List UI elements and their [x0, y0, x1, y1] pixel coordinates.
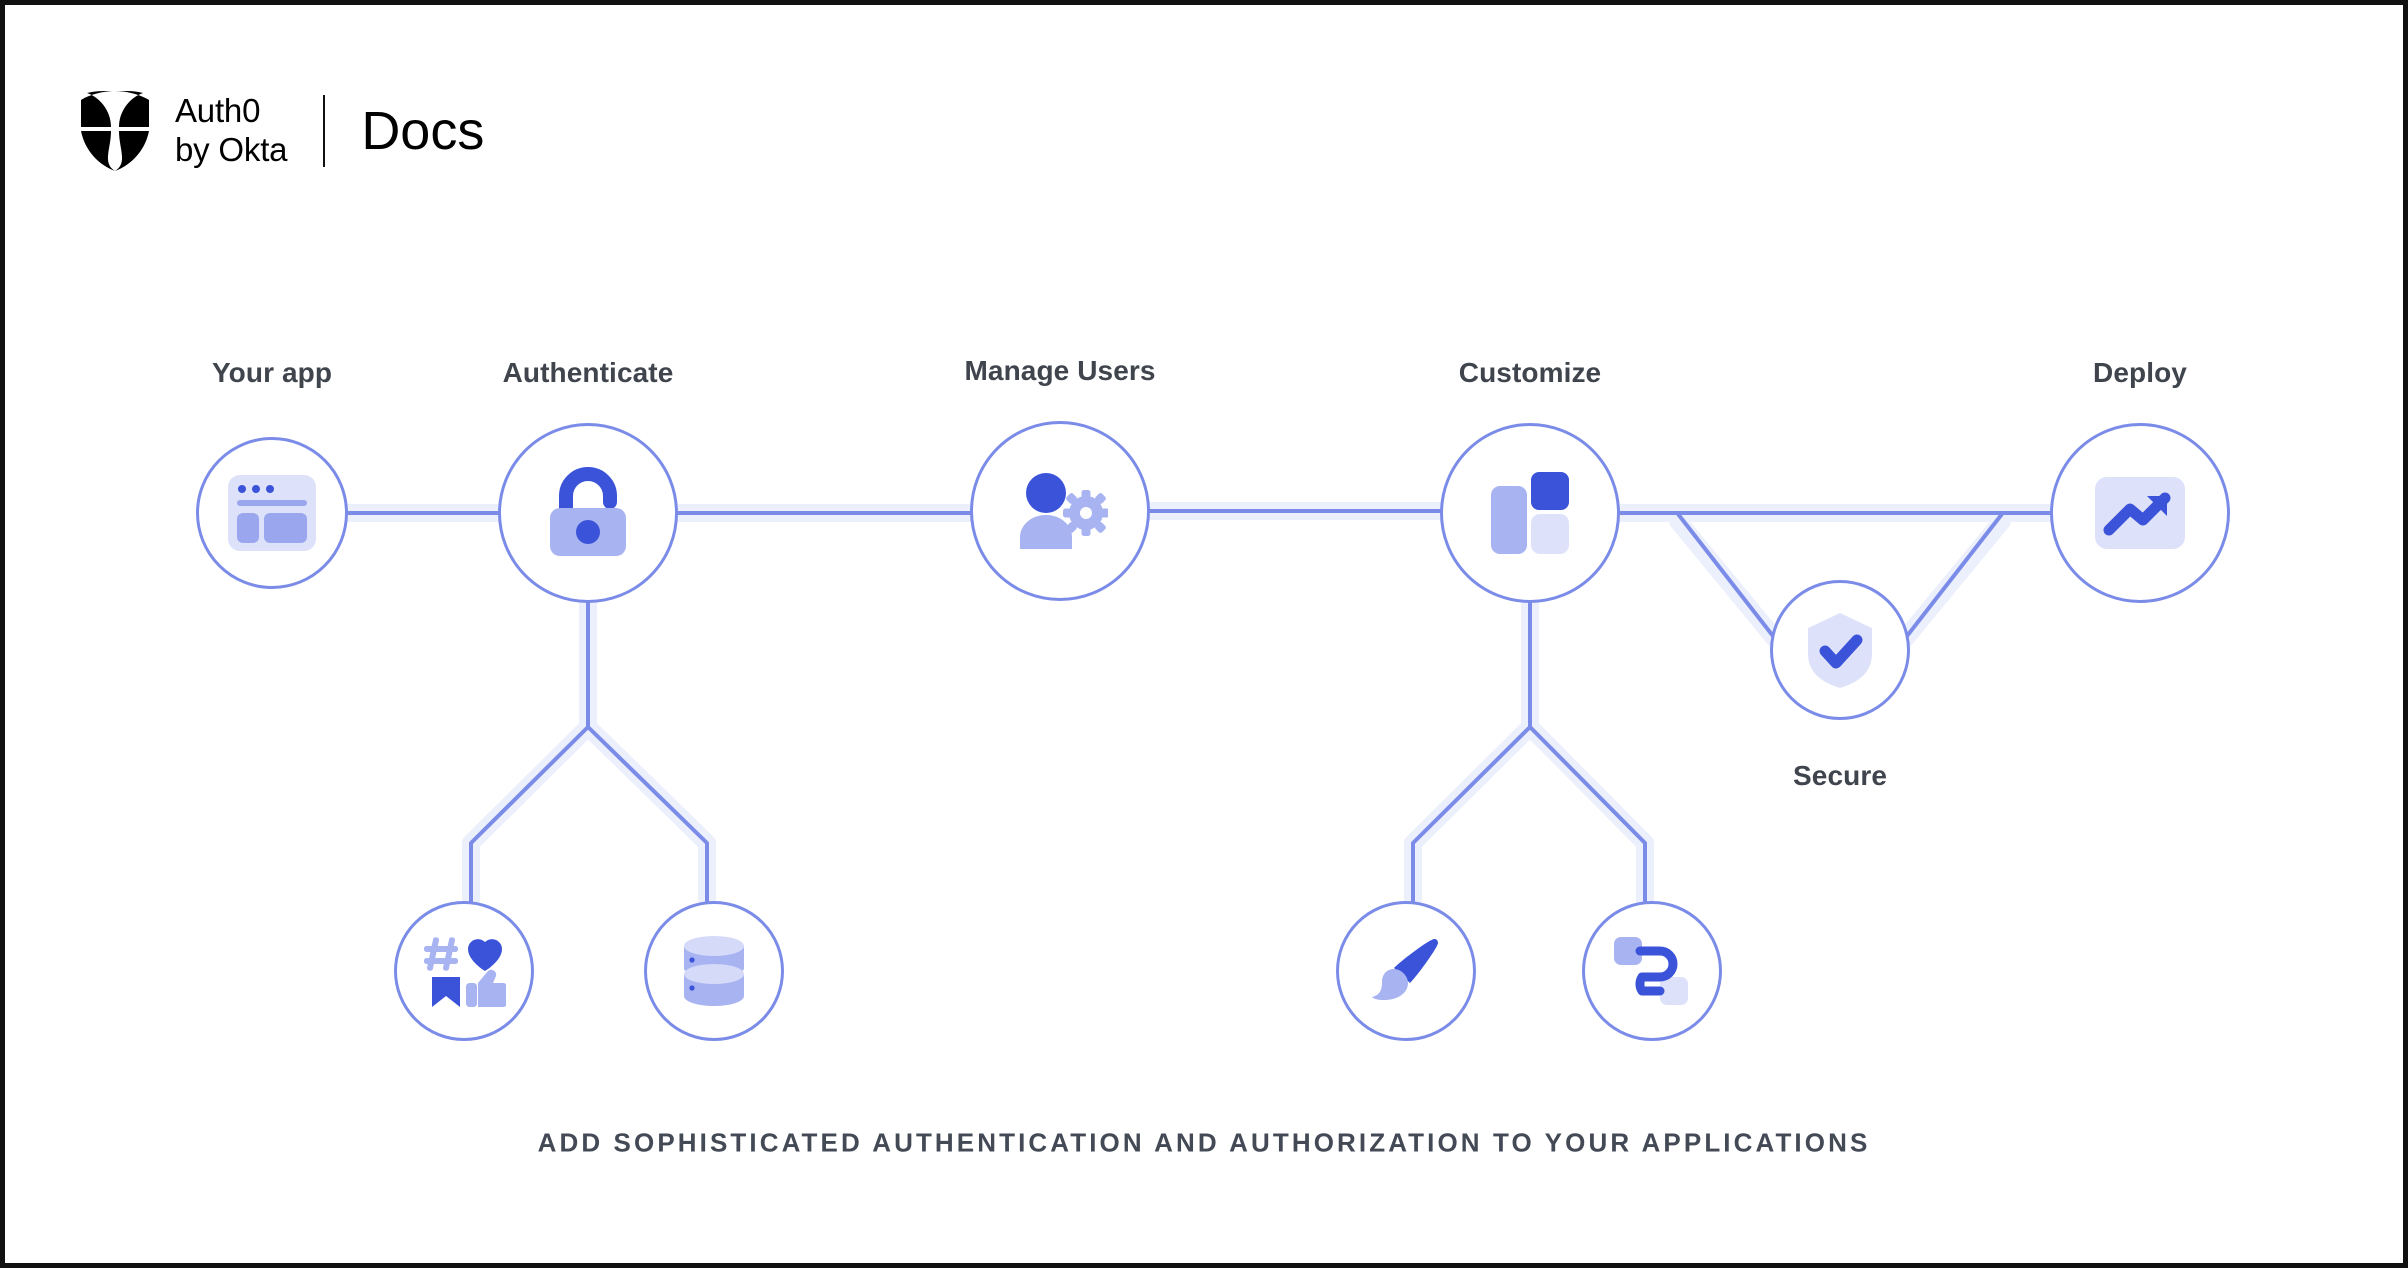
- trending-up-icon: [2095, 477, 2185, 549]
- brand-wordmark: Auth0 by Okta: [175, 92, 288, 170]
- node-your-app[interactable]: [196, 437, 348, 589]
- node-database[interactable]: [644, 901, 784, 1041]
- brand-divider: [323, 95, 326, 167]
- layout-blocks-icon: [1491, 472, 1569, 554]
- browser-window-icon: [228, 475, 316, 551]
- node-label-deploy: Deploy: [2093, 357, 2187, 388]
- node-manage-users[interactable]: [970, 421, 1150, 601]
- user-gear-icon: [1020, 473, 1108, 549]
- node-customize[interactable]: [1440, 423, 1620, 603]
- node-flows[interactable]: [1582, 901, 1722, 1041]
- node-deploy[interactable]: [2050, 423, 2230, 603]
- brand-section-docs: Docs: [361, 101, 485, 161]
- node-authenticate[interactable]: [498, 423, 678, 603]
- paintbrush-icon: [1372, 939, 1438, 1000]
- open-padlock-icon: [550, 467, 626, 556]
- social-reactions-icon: [424, 937, 506, 1007]
- node-label-customize: Customize: [1458, 357, 1602, 388]
- node-label-your-app: Your app: [211, 357, 333, 388]
- diagram-caption: ADD SOPHISTICATED AUTHENTICATION AND AUT…: [537, 1127, 1871, 1158]
- node-branding[interactable]: [1336, 901, 1476, 1041]
- auth0-shield-icon: [81, 90, 149, 171]
- node-label-secure: Secure: [1793, 760, 1887, 791]
- node-social[interactable]: [394, 901, 534, 1041]
- flow-diagram: Your app Authenticate Manage Users: [5, 5, 2403, 1263]
- brand-header[interactable]: Auth0 by Okta Docs: [77, 89, 484, 173]
- node-label-manage-users: Manage Users: [964, 355, 1156, 386]
- node-label-authenticate: Authenticate: [502, 357, 674, 388]
- brand-name-line2: by Okta: [175, 131, 288, 168]
- database-icon: [684, 936, 744, 1006]
- connector-wires: [339, 502, 2059, 910]
- flow-connector-icon: [1614, 937, 1688, 1005]
- brand-name-line1: Auth0: [175, 92, 261, 130]
- shield-check-icon: [1808, 613, 1872, 688]
- node-secure[interactable]: [1770, 580, 1910, 720]
